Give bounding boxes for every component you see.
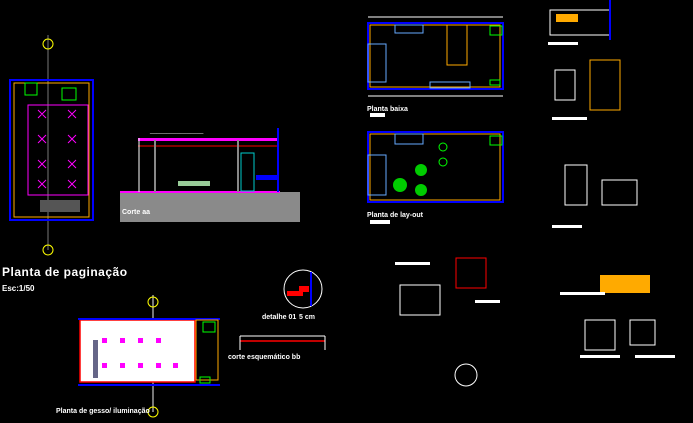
section-aa: ________________ xyxy=(120,128,300,222)
title-planta-gesso: Planta de gesso/ iluminação xyxy=(56,408,150,415)
layout-plan xyxy=(367,131,504,203)
title-planta-paginacao: Planta de paginação xyxy=(2,265,128,279)
section-bb xyxy=(239,335,326,350)
title-corte-aa: Corte aa xyxy=(122,209,151,216)
detail-01 xyxy=(283,269,323,309)
ceiling-plan xyxy=(78,295,220,418)
scale-label: Esc:1/50 xyxy=(2,284,35,293)
title-planta-layout: Planta de lay-out xyxy=(367,212,424,219)
detail-dimension: 5 cm xyxy=(299,314,315,321)
right-details xyxy=(370,0,675,387)
floor-plan xyxy=(367,16,504,97)
title-corte-bb: corte esquemático bb xyxy=(228,354,301,361)
svg-text:________________: ________________ xyxy=(149,128,204,134)
title-detalhe-01: detalhe 01 xyxy=(262,314,297,321)
floor-plan-paging xyxy=(9,35,94,256)
title-planta-baixa: Planta baixa xyxy=(367,106,408,113)
